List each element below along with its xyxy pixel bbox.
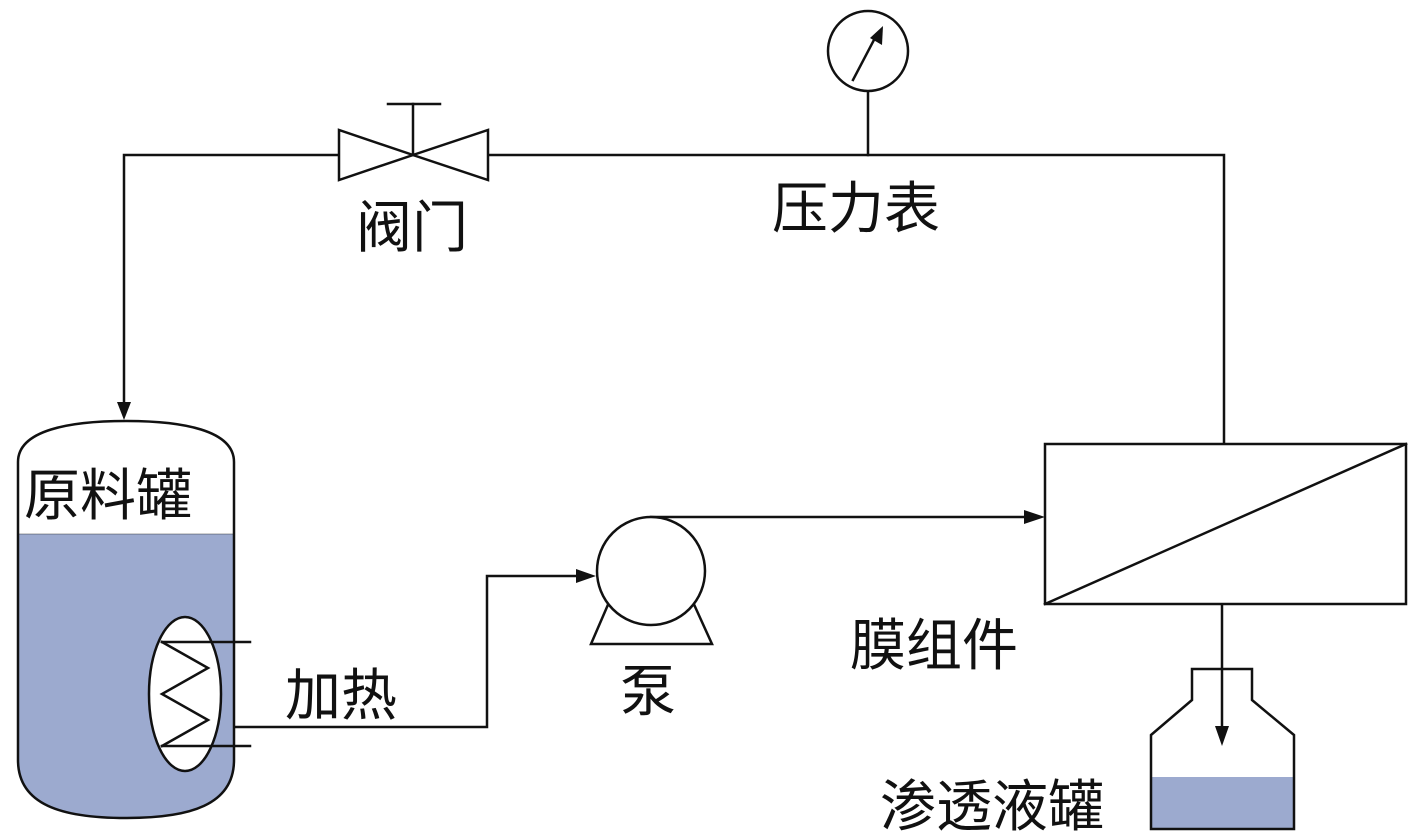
return-pipe-right-riser	[488, 153, 1226, 446]
feed-tank-label: 原料罐	[24, 464, 192, 529]
valve-body-right	[409, 128, 490, 182]
arrow-into-membrane	[1024, 510, 1045, 524]
pressure-gauge-needle-tip	[870, 26, 883, 45]
arrow-into-permeate-tank	[1215, 726, 1229, 746]
membrane-diagonal	[1043, 442, 1408, 606]
permeate-tank	[1149, 667, 1296, 831]
arrow-into-pump	[576, 569, 596, 583]
arrow-into-feed-tank	[117, 402, 131, 420]
pump-label: 泵	[620, 660, 676, 725]
pressure-gauge-label: 压力表	[772, 177, 940, 242]
membrane-module	[1043, 442, 1408, 606]
heating-coil-housing	[147, 615, 223, 773]
return-pipe-left	[122, 153, 340, 407]
valve	[337, 102, 490, 182]
feed-tank-outline	[16, 419, 236, 820]
permeate-tank-label: 渗透液罐	[880, 775, 1104, 839]
pump-body	[595, 515, 707, 627]
heating-label: 加热	[285, 664, 397, 729]
membrane-module-label: 膜组件	[850, 614, 1018, 679]
permeate-tank-outline	[1149, 667, 1296, 831]
pressure-gauge-icon	[826, 9, 910, 93]
pump-icon	[589, 515, 714, 646]
feed-tank	[16, 419, 252, 820]
valve-body-left	[337, 128, 417, 182]
pressure-gauge-needle	[851, 34, 878, 82]
permeate-tank-liquid	[1151, 777, 1294, 829]
heating-coil-icon	[159, 640, 211, 748]
feed-to-pump-pipe	[232, 574, 580, 729]
valve-label: 阀门	[356, 196, 468, 261]
